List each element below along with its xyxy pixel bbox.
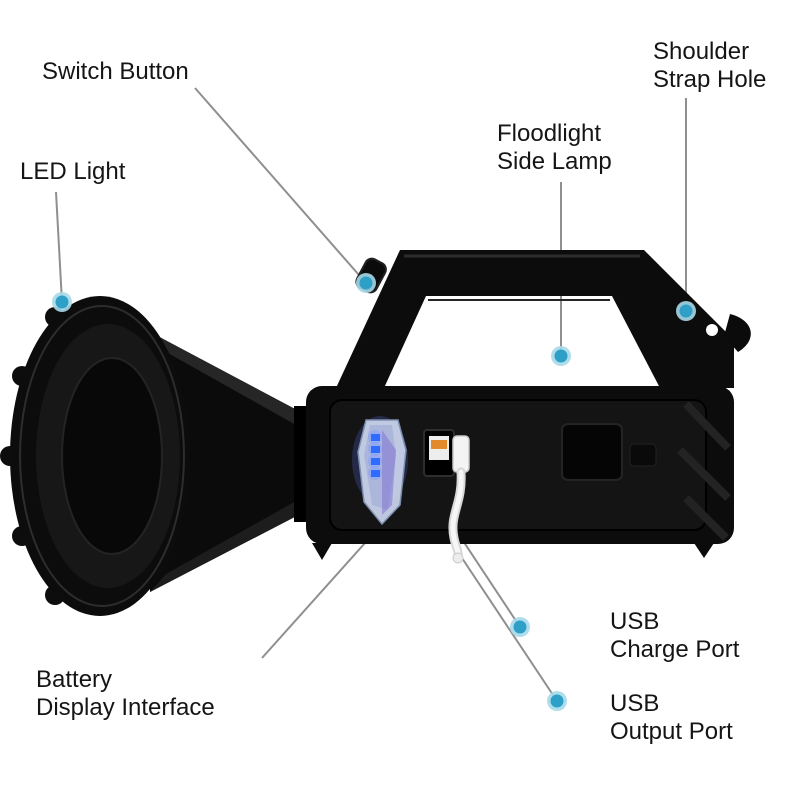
shoulder-strap-marker [676, 301, 696, 321]
body-grip-ridges [677, 401, 731, 541]
grip-ridge [683, 401, 731, 451]
head-lens [62, 358, 162, 554]
battery-display-interface-label: Battery Display Interface [36, 666, 215, 722]
battery-led [371, 434, 380, 441]
head-lens-rim [61, 357, 163, 555]
usb-plug [452, 435, 470, 473]
usb-charge-port-part [423, 429, 455, 477]
shoulder-label-line1: Shoulder [653, 38, 750, 65]
annotation-markers [52, 273, 696, 711]
led-light-line [55, 191, 63, 303]
usb-output-label-line1: USB [610, 690, 660, 717]
shoulder-strap-hole-part [706, 314, 751, 352]
marker-dot [550, 694, 564, 708]
led-light-head [0, 296, 190, 616]
switch-button-label: Switch Button [42, 58, 189, 85]
marker-dot [55, 295, 69, 309]
usb-charge-marker [510, 617, 530, 637]
battery-led [371, 446, 380, 453]
battery-led-indicators [368, 430, 382, 480]
marker-dot [554, 349, 568, 363]
shoulder-label-line2: Strap Hole [653, 66, 767, 93]
usb-port-tongue [431, 440, 447, 449]
usb-charge-label-line1: USB [610, 608, 660, 635]
body-foot-right [694, 543, 714, 558]
carry-handle [336, 250, 734, 388]
usb-output-port-label: USB Output Port [610, 690, 733, 746]
strap-hole-opening [706, 324, 718, 336]
usb-output-marker [547, 691, 567, 711]
shoulder-strap-hole-label: Shoulder Strap Hole [653, 38, 766, 94]
body-small-button [629, 443, 657, 467]
usb-output-cable [448, 435, 470, 564]
cone-facet-bottom [150, 492, 312, 592]
marker-dot [679, 304, 693, 318]
marker-dot [359, 276, 373, 290]
floodlight-label-line2: Side Lamp [497, 148, 612, 175]
flashlight-body [306, 386, 734, 560]
led-light-label: LED Light [20, 158, 126, 185]
marker-dot [513, 620, 527, 634]
floodlight-label-line1: Floodlight [497, 120, 602, 147]
body-foot-left [312, 543, 332, 560]
battery-label-line2: Display Interface [36, 694, 215, 721]
usb-charge-label-line2: Charge Port [610, 636, 740, 663]
switch-button-line [194, 87, 367, 284]
battery-crystal-tint [382, 430, 396, 515]
usb-output-line [457, 551, 558, 702]
battery-led [371, 458, 380, 465]
battery-led [371, 470, 380, 477]
battery-display-line [261, 523, 383, 659]
strap-hook [724, 314, 751, 352]
floodlight-marker [551, 346, 571, 366]
usb-cable-tip [452, 552, 464, 564]
switch-button-marker [356, 273, 376, 293]
cone-facet-top [150, 332, 312, 434]
handle-shape [336, 250, 734, 388]
battery-display-part [352, 416, 408, 526]
floodlight-side-lamp-label: Floodlight Side Lamp [497, 120, 612, 176]
body-display-square [561, 423, 623, 481]
battery-label-line1: Battery [36, 666, 113, 693]
head-ring-highlight [19, 305, 185, 607]
usb-output-label-line2: Output Port [610, 718, 733, 745]
usb-cable-core [450, 469, 464, 561]
flashlight-illustration [0, 250, 751, 616]
grip-ridge [683, 495, 729, 541]
led-light-marker [52, 292, 72, 312]
usb-charge-port-label: USB Charge Port [610, 608, 739, 664]
grip-ridge [677, 447, 731, 501]
